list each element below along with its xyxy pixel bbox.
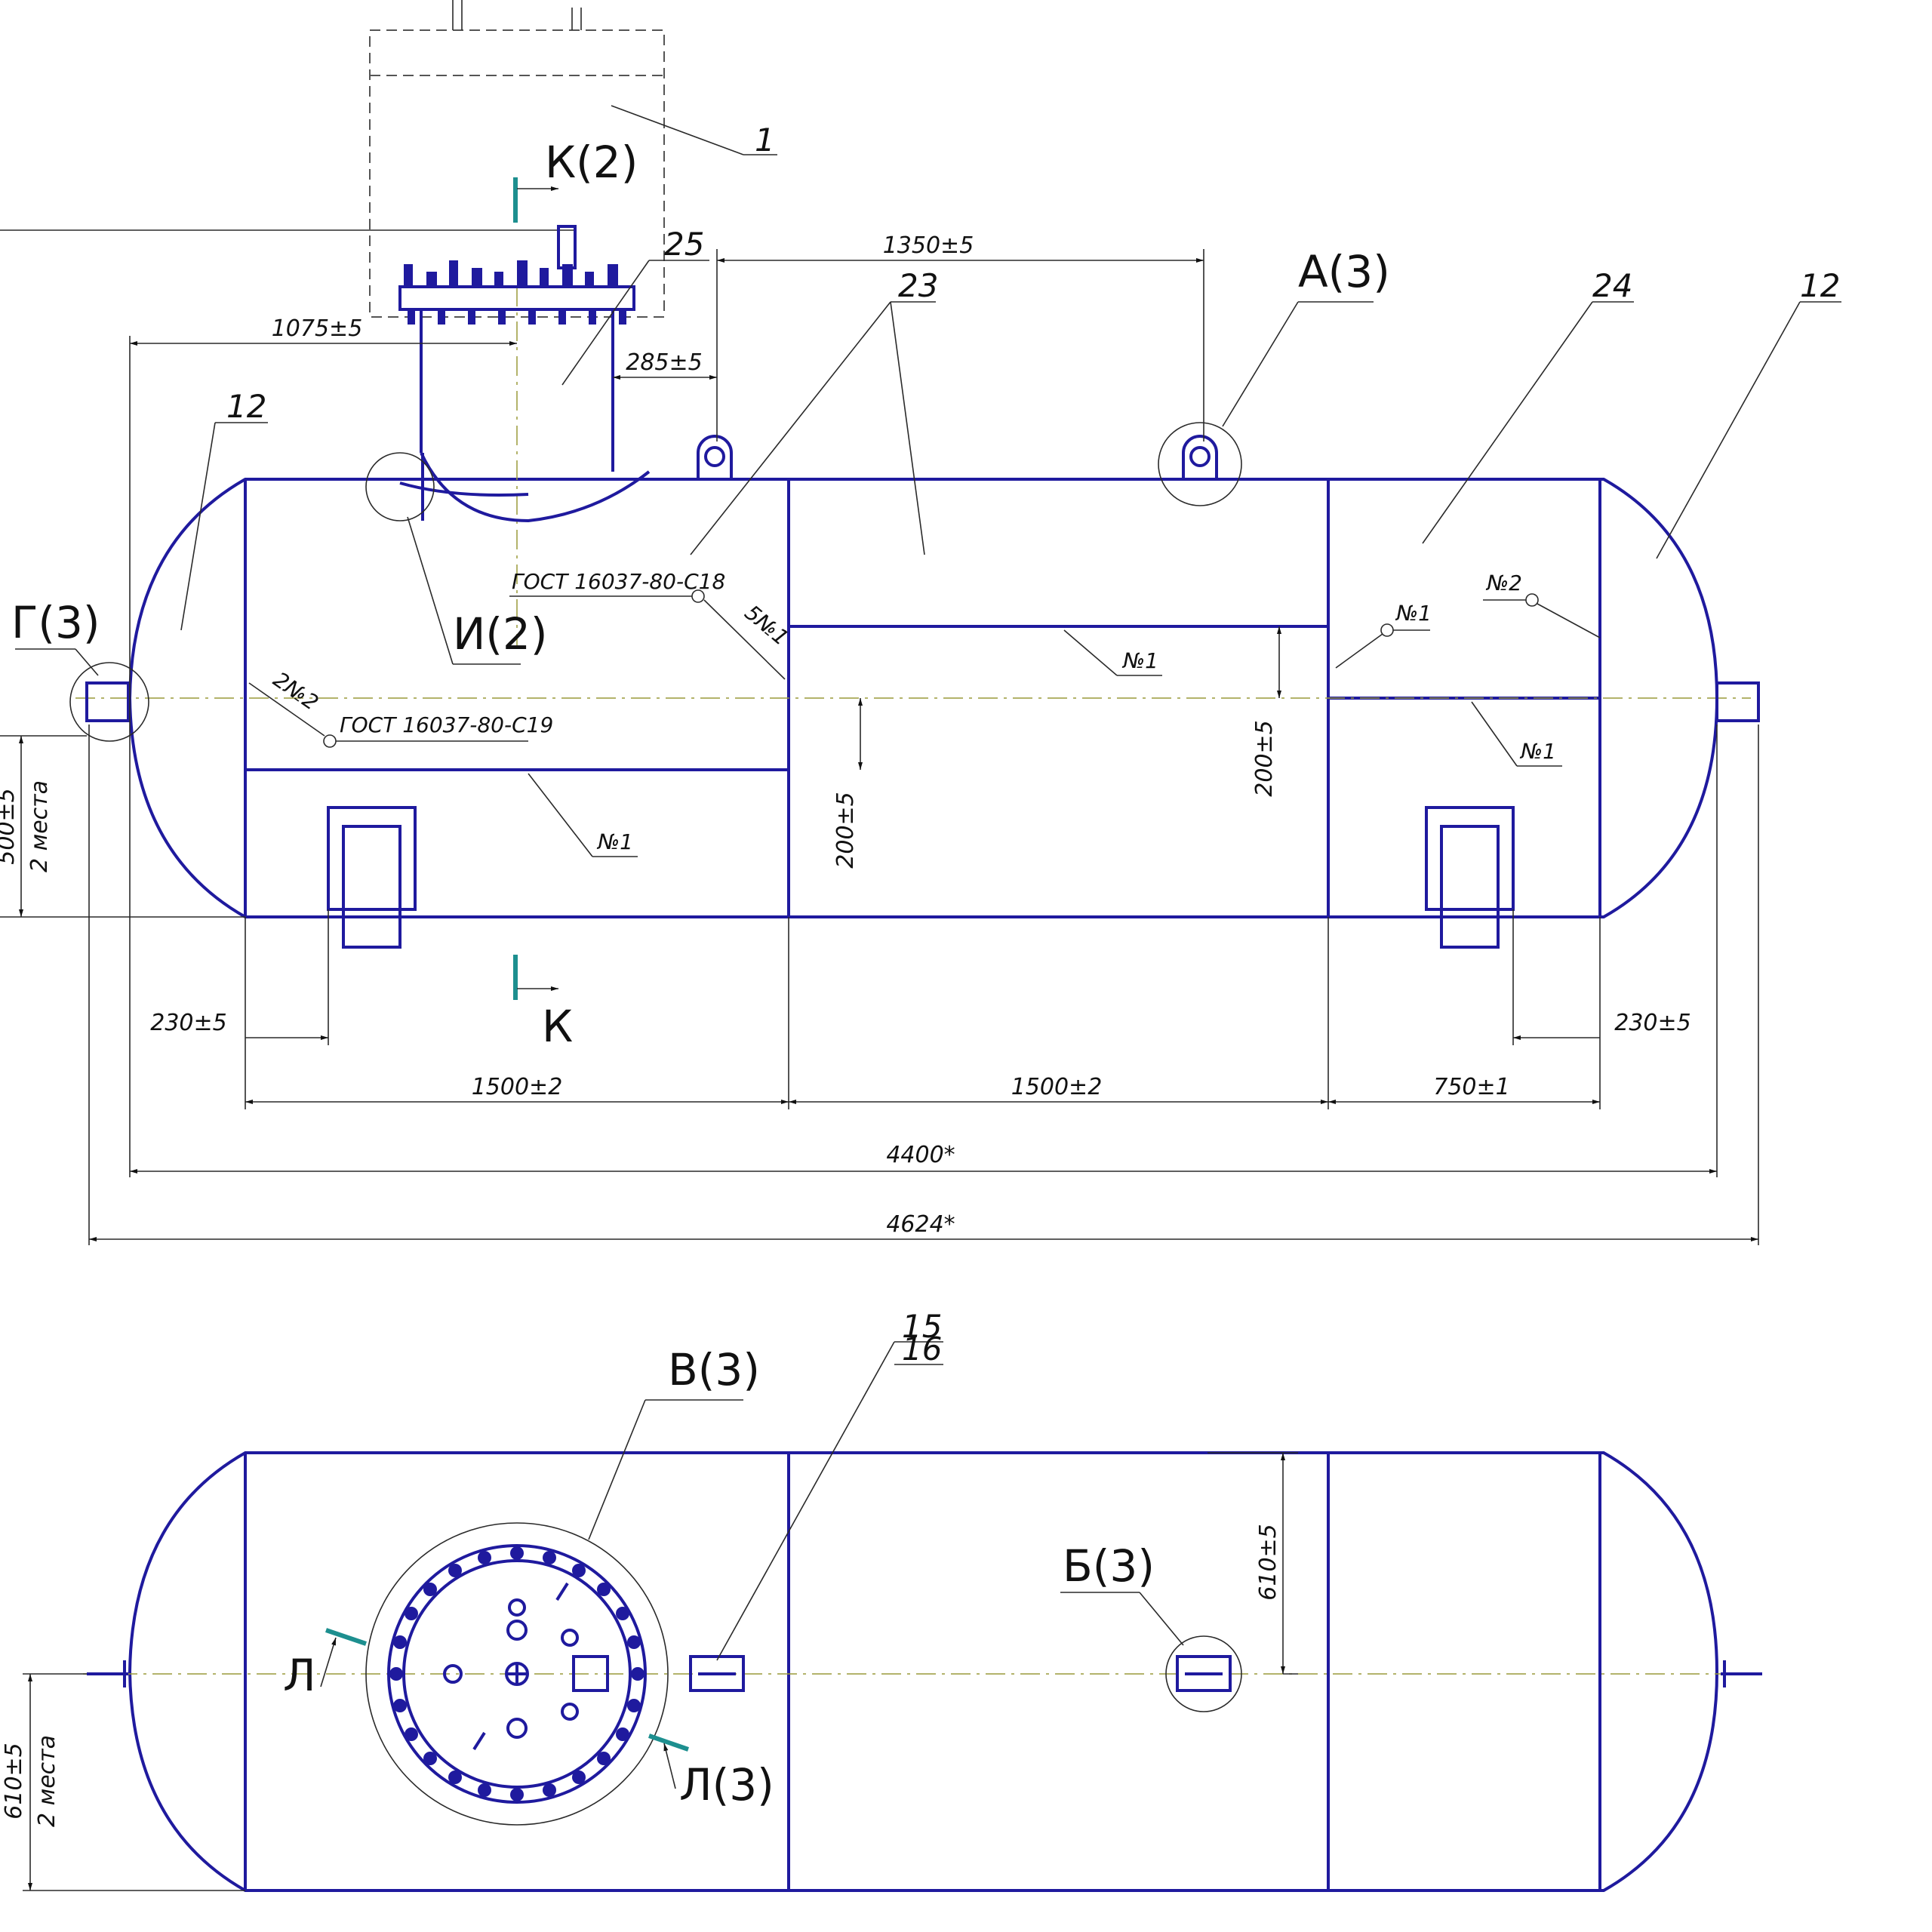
dim-610-left: 610±5: [1, 1743, 27, 1819]
dim-1500-b: 1500±2: [1011, 1074, 1103, 1100]
lifting-lug-left: [687, 435, 743, 481]
pos-12-right: 12: [1800, 267, 1840, 304]
right-end-nozzle: [1715, 681, 1760, 722]
dim-4400: 4400*: [886, 1142, 955, 1168]
plan-view: [83, 1451, 1762, 1892]
nozzle-15-16: [689, 1655, 745, 1692]
dim-750: 750±1: [1433, 1074, 1509, 1100]
weld-n1-c: №1: [1395, 601, 1432, 626]
pos-15: 15: [902, 1308, 942, 1345]
dim-230-right: 230±5: [1614, 1010, 1690, 1036]
pos-23: 23: [898, 267, 938, 304]
view-L3: Л(3): [679, 1759, 774, 1810]
support-left: [327, 806, 417, 949]
dim-2-places-bottom: 2 места: [34, 1735, 60, 1827]
view-K2: К(2): [545, 137, 638, 188]
view-B3: Б(3): [1063, 1540, 1155, 1592]
weld-gost-c18: ГОСТ 16037-80-С18: [512, 569, 725, 594]
side-view-dimensions: 1350±5 1075±5 285±5 200±5 200±5 500±5 2 …: [0, 232, 1759, 1245]
weld-n1-b: №1: [1121, 648, 1158, 673]
weld-n2: №2: [1485, 571, 1522, 595]
dashed-enclosure: [369, 29, 665, 318]
detail-circle-I: [365, 452, 435, 521]
weld-2n2: 2№2: [269, 667, 323, 715]
manhole-bolt-circle: [389, 1546, 645, 1801]
dim-230-left: 230±5: [150, 1010, 226, 1036]
plan-vessel-shell: [128, 1451, 1719, 1892]
dim-4624: 4624*: [886, 1211, 955, 1238]
flange-bolts: [404, 260, 626, 325]
dim-200-right: 200±5: [1251, 720, 1278, 796]
dim-1350: 1350±5: [883, 232, 974, 259]
dim-610-right: 610±5: [1255, 1524, 1281, 1600]
view-I2: И(2): [453, 608, 548, 660]
pos-25: 25: [664, 226, 704, 263]
view-K: К: [542, 1001, 573, 1052]
weld-n1-a: №1: [596, 829, 633, 854]
side-view-labels: 1 К(2) К 25 23 24 12 12 А(3) Г(3) И(2) Г…: [11, 105, 1841, 1052]
view-G3: Г(3): [11, 597, 100, 648]
lifting-lug-right: [1172, 435, 1229, 481]
pos-24: 24: [1592, 267, 1632, 304]
support-right: [1425, 806, 1515, 949]
dim-1500-a: 1500±2: [472, 1074, 563, 1100]
dim-500: 500±5: [0, 788, 20, 864]
dim-200-left: 200±5: [832, 792, 859, 868]
dim-1075: 1075±5: [272, 315, 363, 342]
detail-circle-G: [69, 662, 149, 742]
weld-n1-d: №1: [1519, 739, 1556, 764]
vessel-shell: [128, 478, 1719, 918]
pos-12-left: 12: [226, 388, 266, 425]
view-L: Л: [283, 1650, 316, 1701]
manhole-outer-circle: [365, 1522, 669, 1826]
plan-view-labels: В(3) 15 16 Б(3) Л Л(3) 610±5 610±5 2 мес…: [1, 1308, 1298, 1891]
detail-circle-B: [1165, 1635, 1242, 1712]
pos-1: 1: [755, 122, 775, 158]
view-V3: В(3): [668, 1344, 760, 1395]
weld-gost-c19: ГОСТ 16037-80-С19: [340, 712, 553, 737]
dim-285: 285±5: [626, 349, 702, 376]
side-view: [0, 0, 1760, 1000]
view-A3: А(3): [1298, 246, 1390, 297]
manhole-flange-circle: [387, 1544, 647, 1804]
left-end-nozzle: [85, 681, 130, 722]
pos-16: 16: [902, 1331, 942, 1367]
dim-2-places-top: 2 места: [26, 780, 53, 872]
detail-circle-A: [1158, 422, 1242, 506]
